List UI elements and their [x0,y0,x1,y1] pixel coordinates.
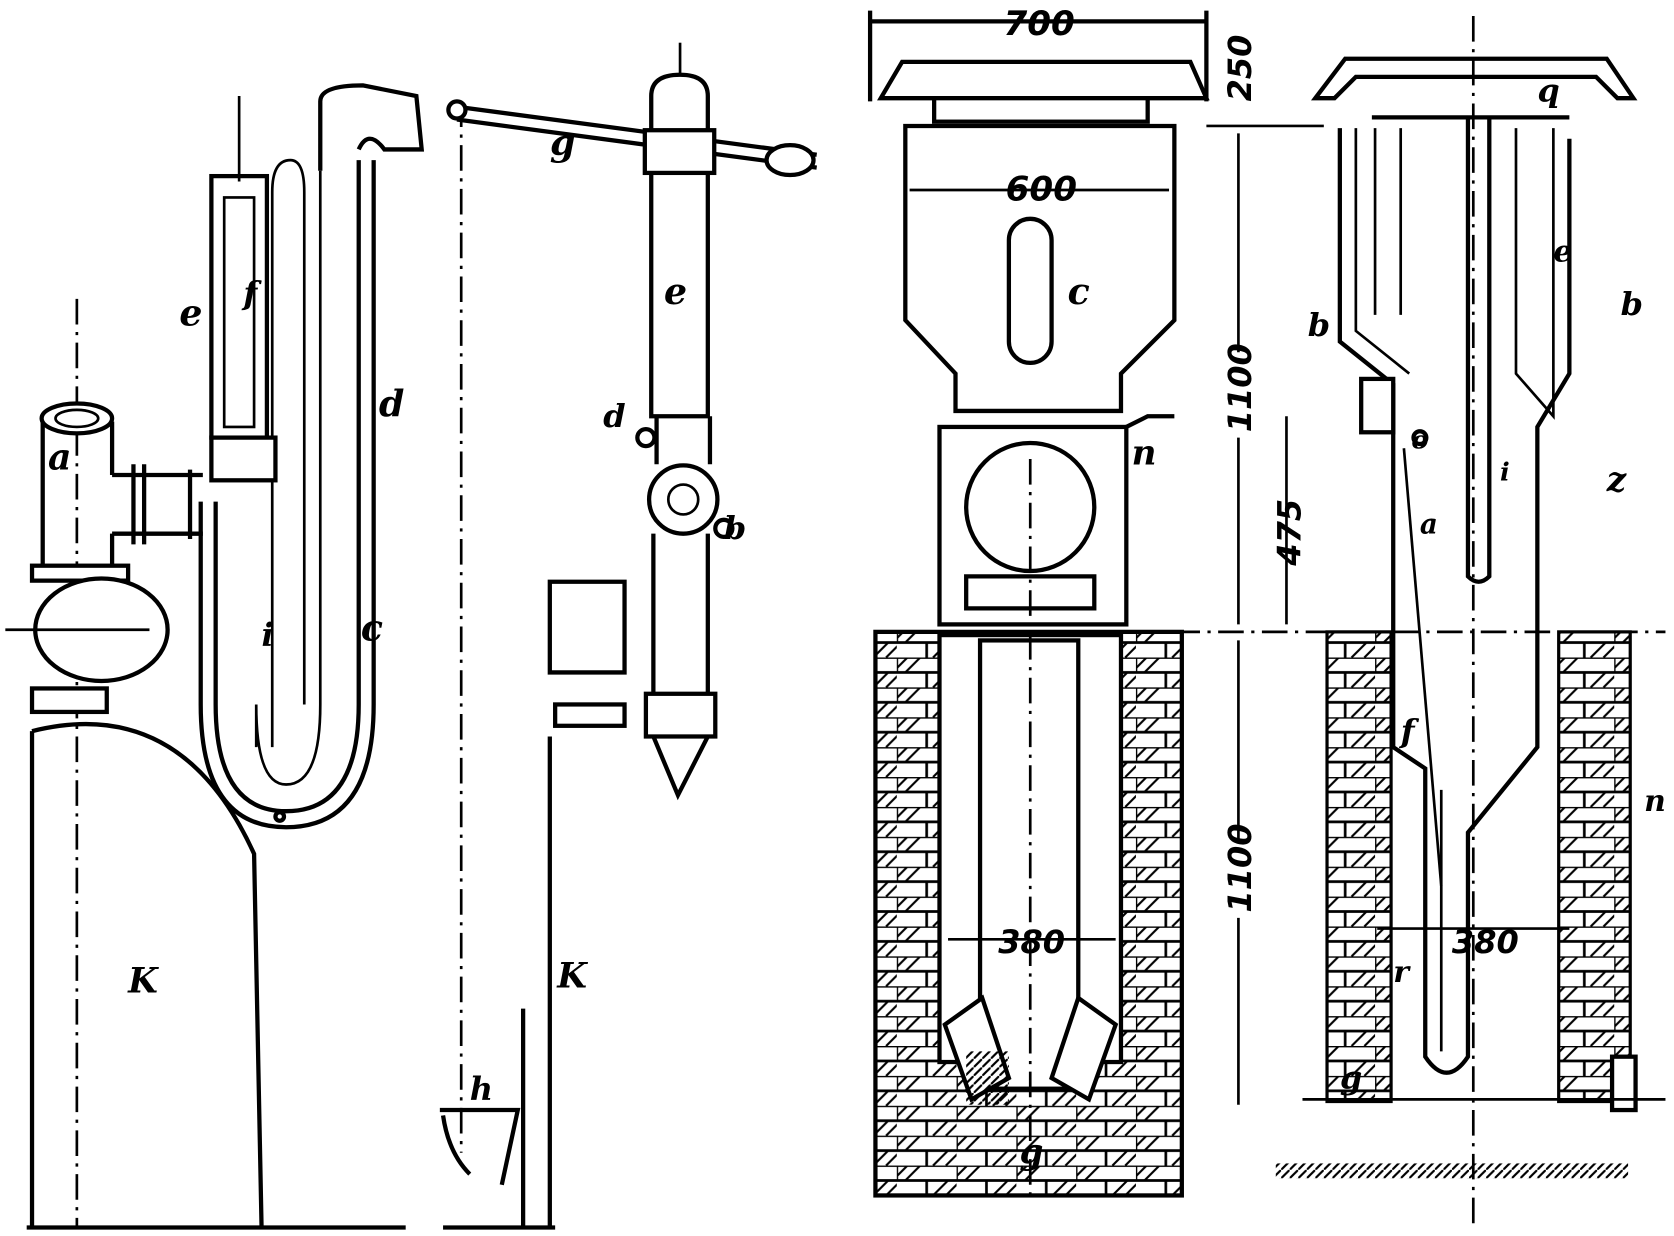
neck [932,96,1150,124]
cylinder-e [209,173,270,440]
cap-section [1310,56,1638,101]
inner-tube-i [1465,117,1492,584]
label-k-2: K [556,956,588,996]
dimension-380-4: 380 [1452,923,1519,961]
cock-d [635,426,657,449]
label-h: h [470,1069,493,1107]
label-i-4: i [1500,457,1510,487]
side-connection [112,464,203,545]
lever-weight [764,143,816,178]
label-n: n [1132,433,1157,473]
pipe-a-opening [39,401,115,436]
label-b-2: b [724,509,746,547]
label-q: q [1537,71,1559,109]
label-b-left: b [1308,306,1330,344]
clamp [642,128,717,176]
label-i: i [262,616,274,654]
label-o: o [1411,425,1428,455]
drain-plug [273,810,287,823]
column-k-2 [520,736,552,1228]
label-k: K [127,962,159,1002]
coal [966,1051,1009,1105]
dimension-600: 600 [1006,170,1077,210]
label-g-4: g [1340,1059,1362,1097]
rod-f [1402,448,1443,887]
brick-right [1557,630,1632,1104]
fitting-o [1411,429,1429,447]
label-a: a [48,436,72,479]
figure-4-boiler-section: q b b e o a i z f n 380 r g [1275,16,1666,1228]
pipe-a [40,421,115,566]
dimension-475: 475 [1270,499,1308,567]
dimension-1100-upper: 1100 [1221,343,1259,432]
valve-block [209,435,278,483]
figure-2-lever-pump: g e d b K h [439,42,817,1230]
cylinder-inner [222,196,256,429]
dimension-250: 250 [1221,35,1259,102]
side-fitting [1359,376,1396,435]
flange-2 [553,702,627,728]
outlet [1609,1054,1638,1113]
tube-e [649,72,710,419]
grate-right [1049,994,1119,1103]
label-c: c [361,606,383,649]
lower-tube [651,416,713,801]
valve [646,463,720,536]
label-f-4: f [1399,712,1420,750]
label-e: e [179,292,202,335]
dimension-380: 380 [998,923,1065,961]
outer-wall [1337,128,1572,1075]
label-n-4: n [1644,784,1666,819]
ash-door [964,574,1097,611]
lower-collar [643,691,718,739]
label-e-4: e [1553,235,1572,270]
label-g: g [550,121,575,164]
label-z: z [1606,460,1627,500]
label-f: f [241,274,262,312]
label-e-2: e [664,270,687,313]
label-a-4: a [1420,508,1438,541]
sight-glass [1006,216,1054,366]
column-k [29,722,264,1228]
base-flange [29,686,109,715]
label-d: d [379,382,404,425]
cock-b [713,517,735,540]
label-r: r [1393,955,1411,990]
u-tube-outer [198,160,376,830]
label-d-2: d [603,397,625,435]
cock-n [1125,414,1175,429]
lever-pivot [446,99,468,121]
brick-left [1325,630,1393,1104]
dimension-700: 700 [1004,4,1075,44]
valve-inner [666,483,700,516]
dimension-700-line [867,10,1209,102]
u-tube-inner [254,158,322,786]
top-bend [318,83,425,171]
cap [877,59,1210,101]
box [547,579,627,675]
figure-3-boiler-elevation: 700 600 c n 380 g [867,4,1210,1198]
pipe-a-inner [54,408,100,429]
label-b-right: b [1621,285,1643,323]
label-c-3: c [1068,270,1090,313]
bucket-h [439,1107,521,1186]
inner-walls [1354,128,1555,1052]
label-g-3: g [1020,1132,1044,1172]
figure-1-pump-assembly: a e f d c i K [5,83,425,1230]
ground-hatch [1275,1163,1629,1179]
dimension-1100-lower: 1100 [1221,823,1259,912]
lever-g [456,104,817,170]
